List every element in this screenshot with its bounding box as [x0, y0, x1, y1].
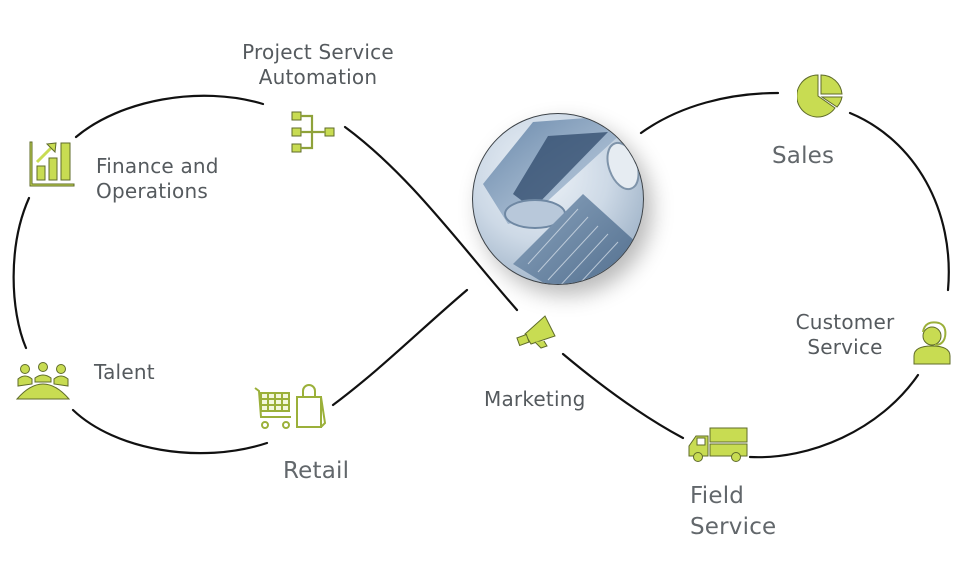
label-line: Marketing	[484, 387, 586, 411]
monitor-screen	[513, 132, 608, 209]
hierarchy-icon	[291, 111, 335, 153]
computer-photo-illustration	[483, 116, 640, 284]
label-line: Service	[690, 514, 777, 540]
label-field-service: Field Service	[690, 481, 776, 543]
connector-finance-to-talent	[12, 196, 31, 350]
team-meeting-icon	[16, 362, 70, 400]
label-line: Retail	[283, 458, 350, 484]
bar-chart-growth-icon	[29, 141, 75, 187]
megaphone-icon	[516, 315, 556, 349]
connector-sales-to-customer-service	[848, 111, 950, 292]
connector-marketing-to-field-service	[561, 352, 685, 440]
delivery-truck-icon	[688, 427, 748, 462]
label-line: Automation	[258, 65, 378, 89]
label-project-service-automation: Project Service Automation	[238, 40, 398, 90]
label-line: Talent	[94, 360, 155, 384]
connector-finance-to-psa	[74, 94, 265, 139]
label-line: Customer	[795, 310, 895, 334]
headset-agent-icon	[913, 321, 951, 365]
connector-retail-to-center	[331, 288, 469, 407]
hub-computer-image	[472, 113, 644, 285]
label-customer-service: Customer Service	[790, 310, 900, 360]
label-marketing: Marketing	[484, 387, 585, 412]
connector-customer-service-to-field-service	[748, 373, 920, 459]
label-line: Field	[690, 483, 745, 509]
label-line: Sales	[772, 143, 835, 169]
keyboard-shape	[513, 194, 638, 284]
label-retail: Retail	[283, 456, 349, 487]
label-finance-and-operations: Finance and Operations	[96, 154, 219, 204]
label-line: Operations	[96, 179, 208, 203]
label-sales: Sales	[772, 141, 834, 172]
label-talent: Talent	[94, 360, 155, 385]
pie-chart-icon	[797, 74, 843, 118]
label-line: Service	[807, 335, 883, 359]
label-line: Finance and	[96, 154, 219, 178]
keyboard-keys	[527, 208, 619, 284]
connector-talent-to-retail	[71, 408, 269, 455]
label-line: Project Service	[242, 40, 394, 64]
shopping-cart-bag-icon	[254, 384, 327, 429]
connector-psa-to-marketing	[343, 125, 519, 312]
connector-hub-to-sales	[639, 91, 780, 135]
